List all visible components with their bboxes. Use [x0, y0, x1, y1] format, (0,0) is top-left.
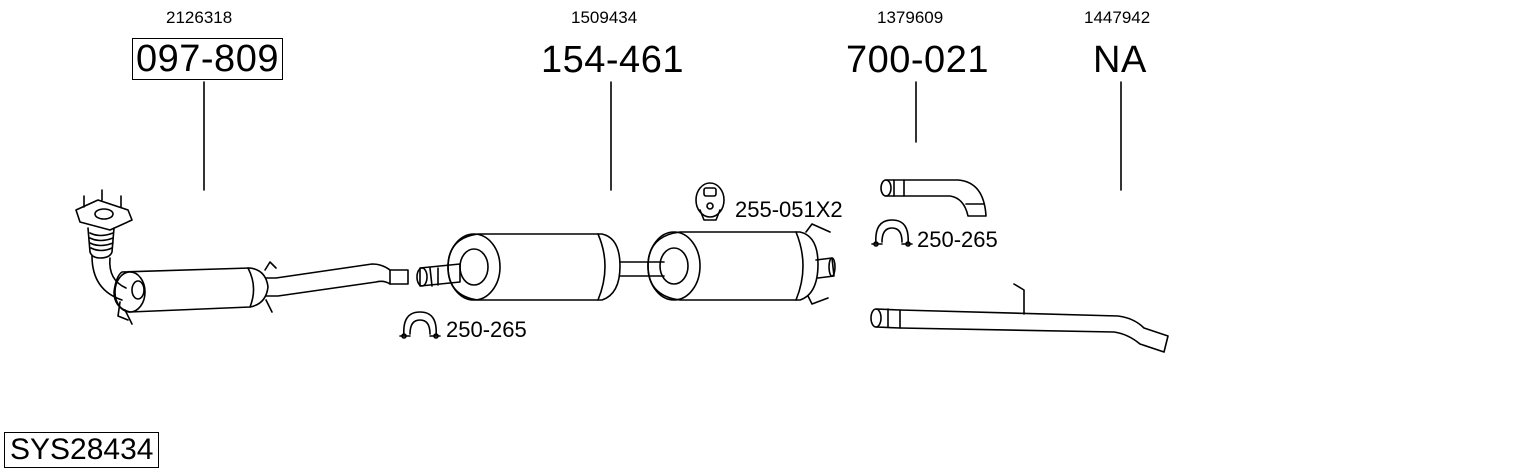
clamp-icon-1 — [399, 311, 441, 339]
part-number-middle[interactable]: 154-461 — [541, 39, 684, 81]
hanger-label[interactable]: 255-051X2 — [735, 197, 843, 222]
part-number-tailpipe[interactable]: NA — [1093, 39, 1147, 81]
oem-number-rear: 1379609 — [877, 8, 944, 27]
rubber-hanger-icon — [695, 182, 725, 221]
oem-number-middle: 1509434 — [571, 8, 638, 27]
tail-pipe-part — [870, 283, 1169, 353]
clamp-label-2[interactable]: 250-265 — [917, 227, 998, 252]
rear-pipe-part — [880, 179, 987, 217]
part-number-rear[interactable]: 700-021 — [846, 39, 989, 81]
oem-number-catalytic: 2126318 — [166, 8, 233, 27]
part-number-catalytic[interactable]: 097-809 — [132, 38, 283, 80]
middle-silencer-part — [416, 223, 836, 305]
clamp-icon-2 — [871, 219, 913, 247]
oem-number-tailpipe: 1447942 — [1084, 8, 1151, 27]
system-code: SYS28434 — [4, 432, 160, 468]
catalytic-converter-part — [75, 189, 409, 325]
clamp-label-1[interactable]: 250-265 — [446, 317, 527, 342]
